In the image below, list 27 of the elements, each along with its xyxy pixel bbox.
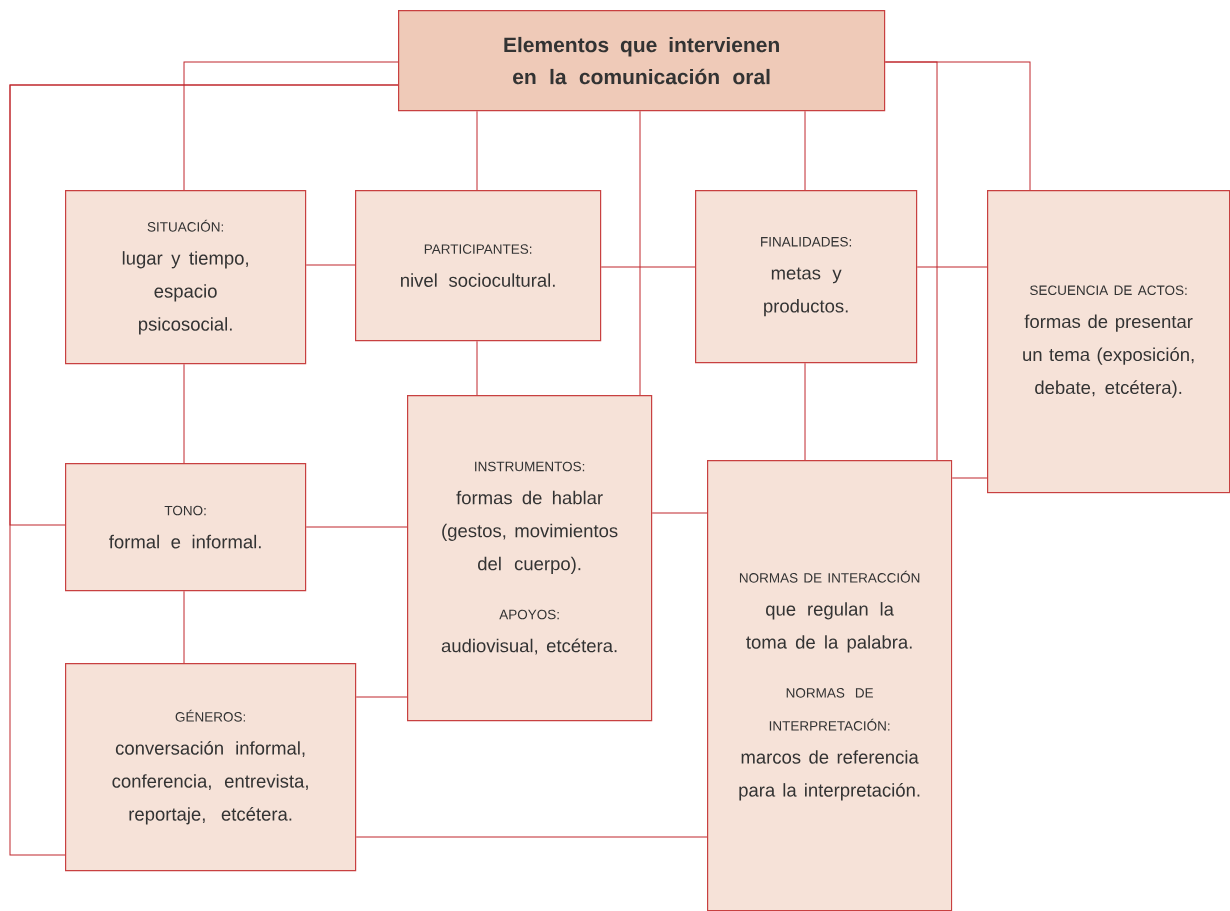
connector-line [639, 110, 641, 396]
connector-line [355, 696, 408, 698]
concept-box: INSTRUMENTOS: formas de hablar (gestos, movimientos del cuerpo). APOYOS: audiovisual, etcétera. [407, 395, 653, 722]
connector-line [183, 363, 185, 464]
title-box: Elementos que intervienen en la comunicación oral [398, 10, 886, 112]
connector-line [651, 512, 708, 514]
concept-box: TONO: formal e informal. [65, 463, 307, 592]
connector-line [476, 340, 478, 396]
connector-line [804, 110, 806, 191]
concept-box: PARTICIPANTES: nivel sociocultural. [355, 190, 602, 342]
concept-box: SECUENCIA DE ACTOS: formas de presentar un tema (exposición, debate, etcétera). [987, 190, 1230, 494]
concept-box: NORMAS DE INTERACCIÓN que regulan la toma de la palabra. NORMAS DE INTERPRETACIÓN: marcos de referencia para la interpretación. [707, 460, 953, 911]
concept-box: FINALIDADES: metas y productos. [695, 190, 918, 364]
connector-line [804, 362, 806, 461]
concept-box: SITUACIÓN: lugar y tiempo, espacio psicosocial. [65, 190, 307, 365]
connector-line [183, 61, 399, 191]
connector-line [305, 264, 356, 266]
connector-line [305, 526, 408, 528]
connector-line [600, 266, 696, 268]
connector-line [916, 266, 988, 268]
concept-box: GÉNEROS: conversación informal, conferencia, entrevista, reportaje, etcétera. [65, 663, 357, 872]
connector-line [884, 61, 938, 461]
connector-line [9, 84, 399, 856]
connector-line [951, 477, 988, 479]
connector-line [183, 590, 185, 664]
connector-line [476, 110, 478, 191]
connector-line [355, 836, 708, 838]
